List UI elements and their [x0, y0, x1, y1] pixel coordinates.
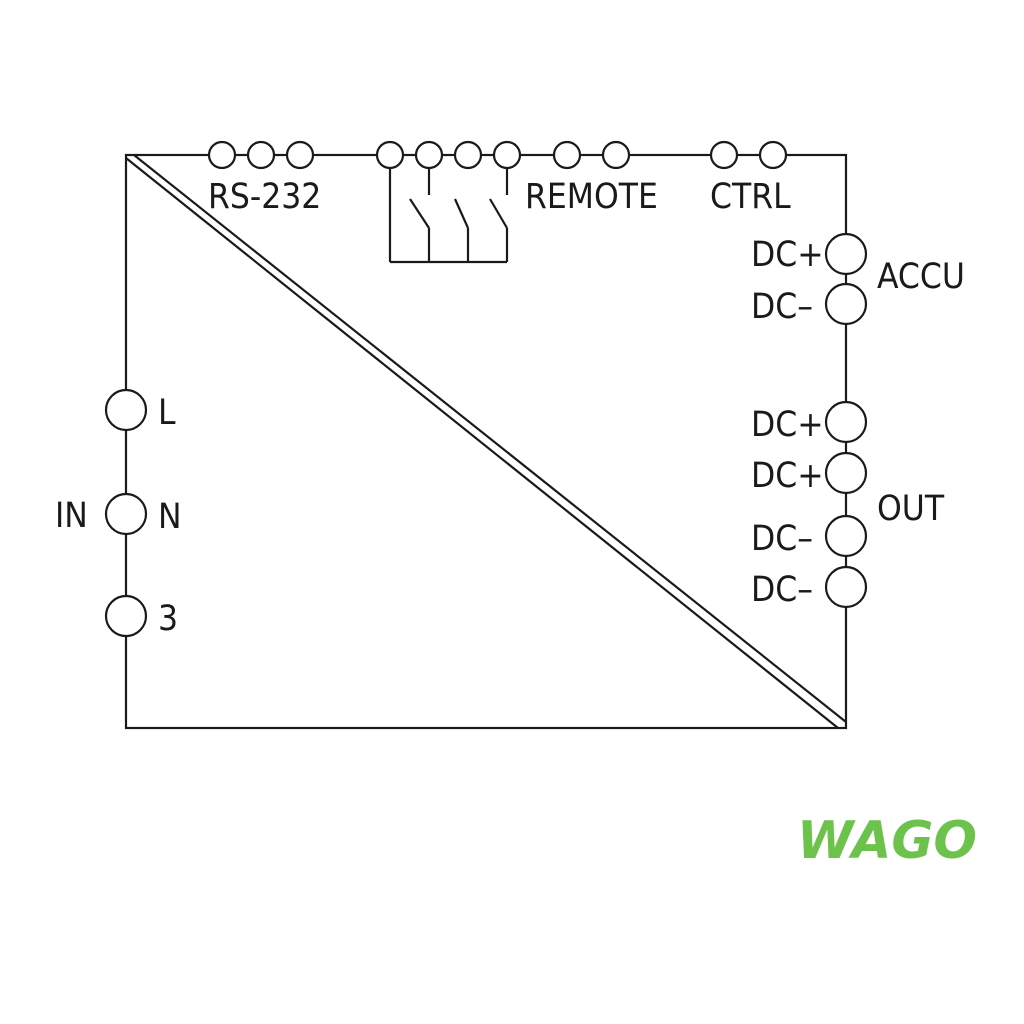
- accu-dc-minus-label: DC–: [751, 287, 813, 327]
- in-3-label: 3: [158, 599, 178, 639]
- in-label: IN: [55, 496, 88, 536]
- out-dc-plus-2-label: DC+: [751, 456, 824, 496]
- accu-dc-plus-label: DC+: [751, 235, 824, 275]
- in-terminals: [104, 388, 148, 638]
- out-dc-minus-1-label: DC–: [751, 519, 813, 559]
- relay-switch-network: [388, 168, 509, 264]
- in-3-terminal: [104, 594, 148, 638]
- wago-logo: WAGO: [797, 811, 977, 871]
- accu-dc-plus-terminal: [824, 232, 868, 276]
- out-dc-plus-2-terminal: [824, 451, 868, 495]
- accu-terminals: [824, 232, 868, 326]
- rs232-terminal-3: [285, 140, 315, 170]
- in-n-terminal: [104, 492, 148, 536]
- remote-terminal-3: [453, 140, 483, 170]
- rs232-terminals: [207, 140, 315, 170]
- in-l-label: L: [158, 393, 176, 433]
- out-dc-plus-1-label: DC+: [751, 405, 824, 445]
- module-outline: [124, 153, 848, 730]
- in-l-terminal: [104, 388, 148, 432]
- diagonal-line-inner: [133, 154, 847, 723]
- diagonal-line-outer: [125, 157, 839, 729]
- ctrl-terminals: [709, 140, 788, 170]
- out-dc-minus-2-terminal: [824, 565, 868, 609]
- rs232-terminal-2: [246, 140, 276, 170]
- remote-terminals: [375, 140, 631, 170]
- out-dc-minus-2-label: DC–: [751, 570, 813, 610]
- rs232-terminal-1: [207, 140, 237, 170]
- accu-dc-minus-terminal: [824, 282, 868, 326]
- out-terminals: [824, 400, 868, 609]
- remote-terminal-6: [601, 140, 631, 170]
- ctrl-terminal-2: [758, 140, 788, 170]
- rs232-label: RS-232: [208, 177, 321, 217]
- remote-terminal-1: [375, 140, 405, 170]
- out-dc-plus-1-terminal: [824, 400, 868, 444]
- out-dc-minus-1-terminal: [824, 514, 868, 558]
- remote-label: REMOTE: [525, 177, 658, 217]
- wago-logo-text: WAGO: [797, 811, 977, 871]
- ctrl-terminal-1: [709, 140, 739, 170]
- accu-label: ACCU: [877, 257, 965, 297]
- out-label: OUT: [877, 489, 945, 529]
- remote-terminal-5: [552, 140, 582, 170]
- ctrl-label: CTRL: [710, 177, 791, 217]
- in-n-label: N: [158, 497, 182, 537]
- remote-terminal-4: [492, 140, 522, 170]
- remote-terminal-2: [414, 140, 444, 170]
